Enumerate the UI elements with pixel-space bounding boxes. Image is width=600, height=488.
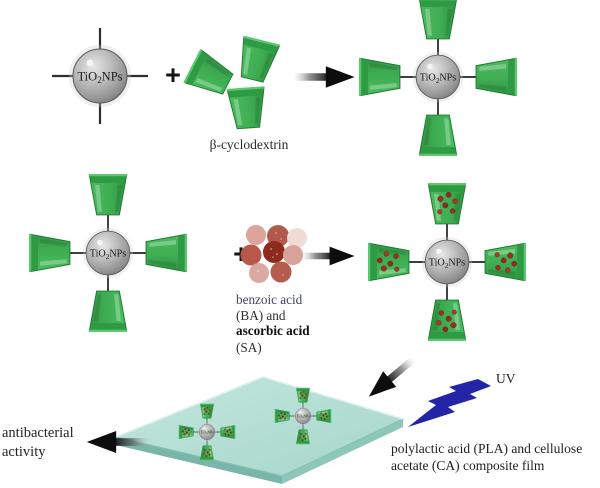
antibacterial-line2: activity <box>2 444 46 460</box>
uv-label: UV <box>496 371 516 386</box>
film-edge-left <box>116 437 282 484</box>
beta-cyclodextrin-label: β-cyclodextrin <box>210 137 289 152</box>
molecule-circle <box>283 245 303 265</box>
molecule-speckles <box>257 232 284 276</box>
molecule-circle <box>240 244 262 266</box>
molecule-circle <box>246 225 266 245</box>
film-top-edge-highlight <box>115 376 404 438</box>
acid-caption: benzoic acid (BA) and ascorbic acid (SA) <box>236 292 310 355</box>
composite-film <box>114 376 405 484</box>
molecule-circle <box>263 241 285 263</box>
row2-reactant-complex <box>29 174 187 332</box>
film-edge-right <box>282 419 403 484</box>
arrow-to-film <box>362 351 420 405</box>
arrow-row1 <box>293 66 355 88</box>
antibacterial-line1: antibacterial <box>2 425 74 441</box>
film-caption: polylactic acid (PLA) and cellulose acet… <box>391 441 582 473</box>
ascorbic-acid-label: ascorbic acid <box>236 323 310 338</box>
film-top-surface <box>114 376 405 477</box>
row2-product-complex <box>368 183 526 341</box>
ba-and-label: (BA) and <box>236 308 286 323</box>
molecule-circle <box>249 263 269 283</box>
molecule-circle <box>270 261 292 283</box>
row1-bare-nanoparticle <box>52 28 148 124</box>
film-caption-line2: acetate (CA) composite film <box>391 458 545 473</box>
free-cyclodextrin-group <box>182 35 281 130</box>
sa-label: (SA) <box>236 340 262 355</box>
arrow-row2 <box>301 246 355 266</box>
row1-product-complex <box>359 0 517 156</box>
molecule-circle <box>287 228 307 248</box>
plus-sign-row1: + <box>165 60 181 90</box>
antibacterial-caption: antibacterial activity <box>2 425 74 460</box>
acid-molecule-cluster <box>240 225 307 283</box>
benzoic-acid-label: benzoic acid <box>236 292 303 307</box>
film-caption-line1: polylactic acid (PLA) and cellulose <box>391 441 582 456</box>
uv-lightning-bolt-icon <box>408 379 491 427</box>
